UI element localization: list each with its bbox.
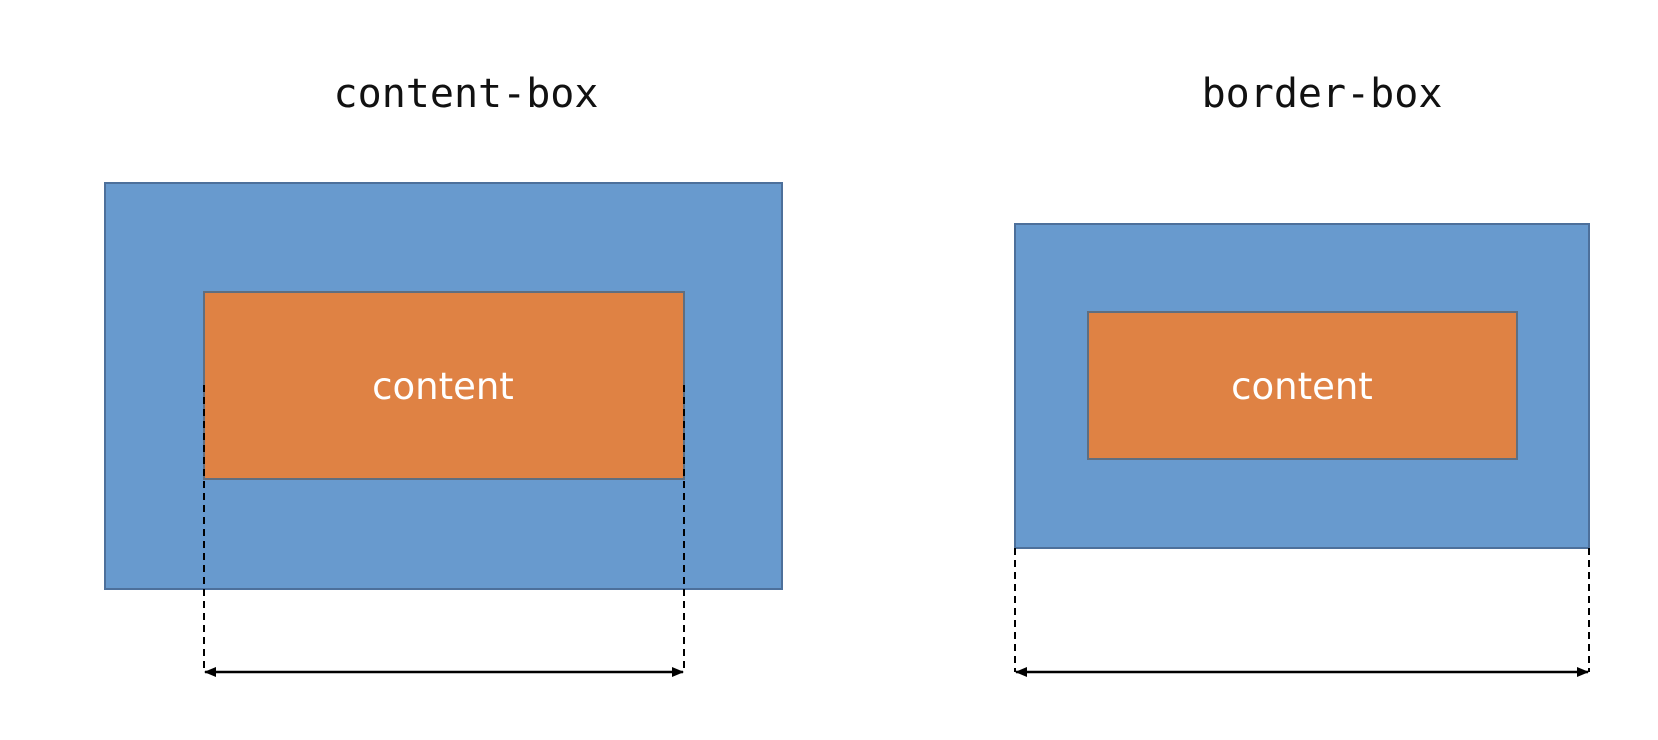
content-box-content-area (203, 291, 685, 480)
border-box-content-label: content (1231, 365, 1373, 408)
border-box-content-area (1087, 311, 1518, 460)
border-box-panel: border-box content (1014, 71, 1590, 677)
content-box-content-label: content (372, 365, 514, 408)
content-box-panel: content-box content (104, 71, 783, 677)
border-box-title: border-box (1202, 71, 1443, 117)
content-box-title: content-box (334, 71, 599, 117)
